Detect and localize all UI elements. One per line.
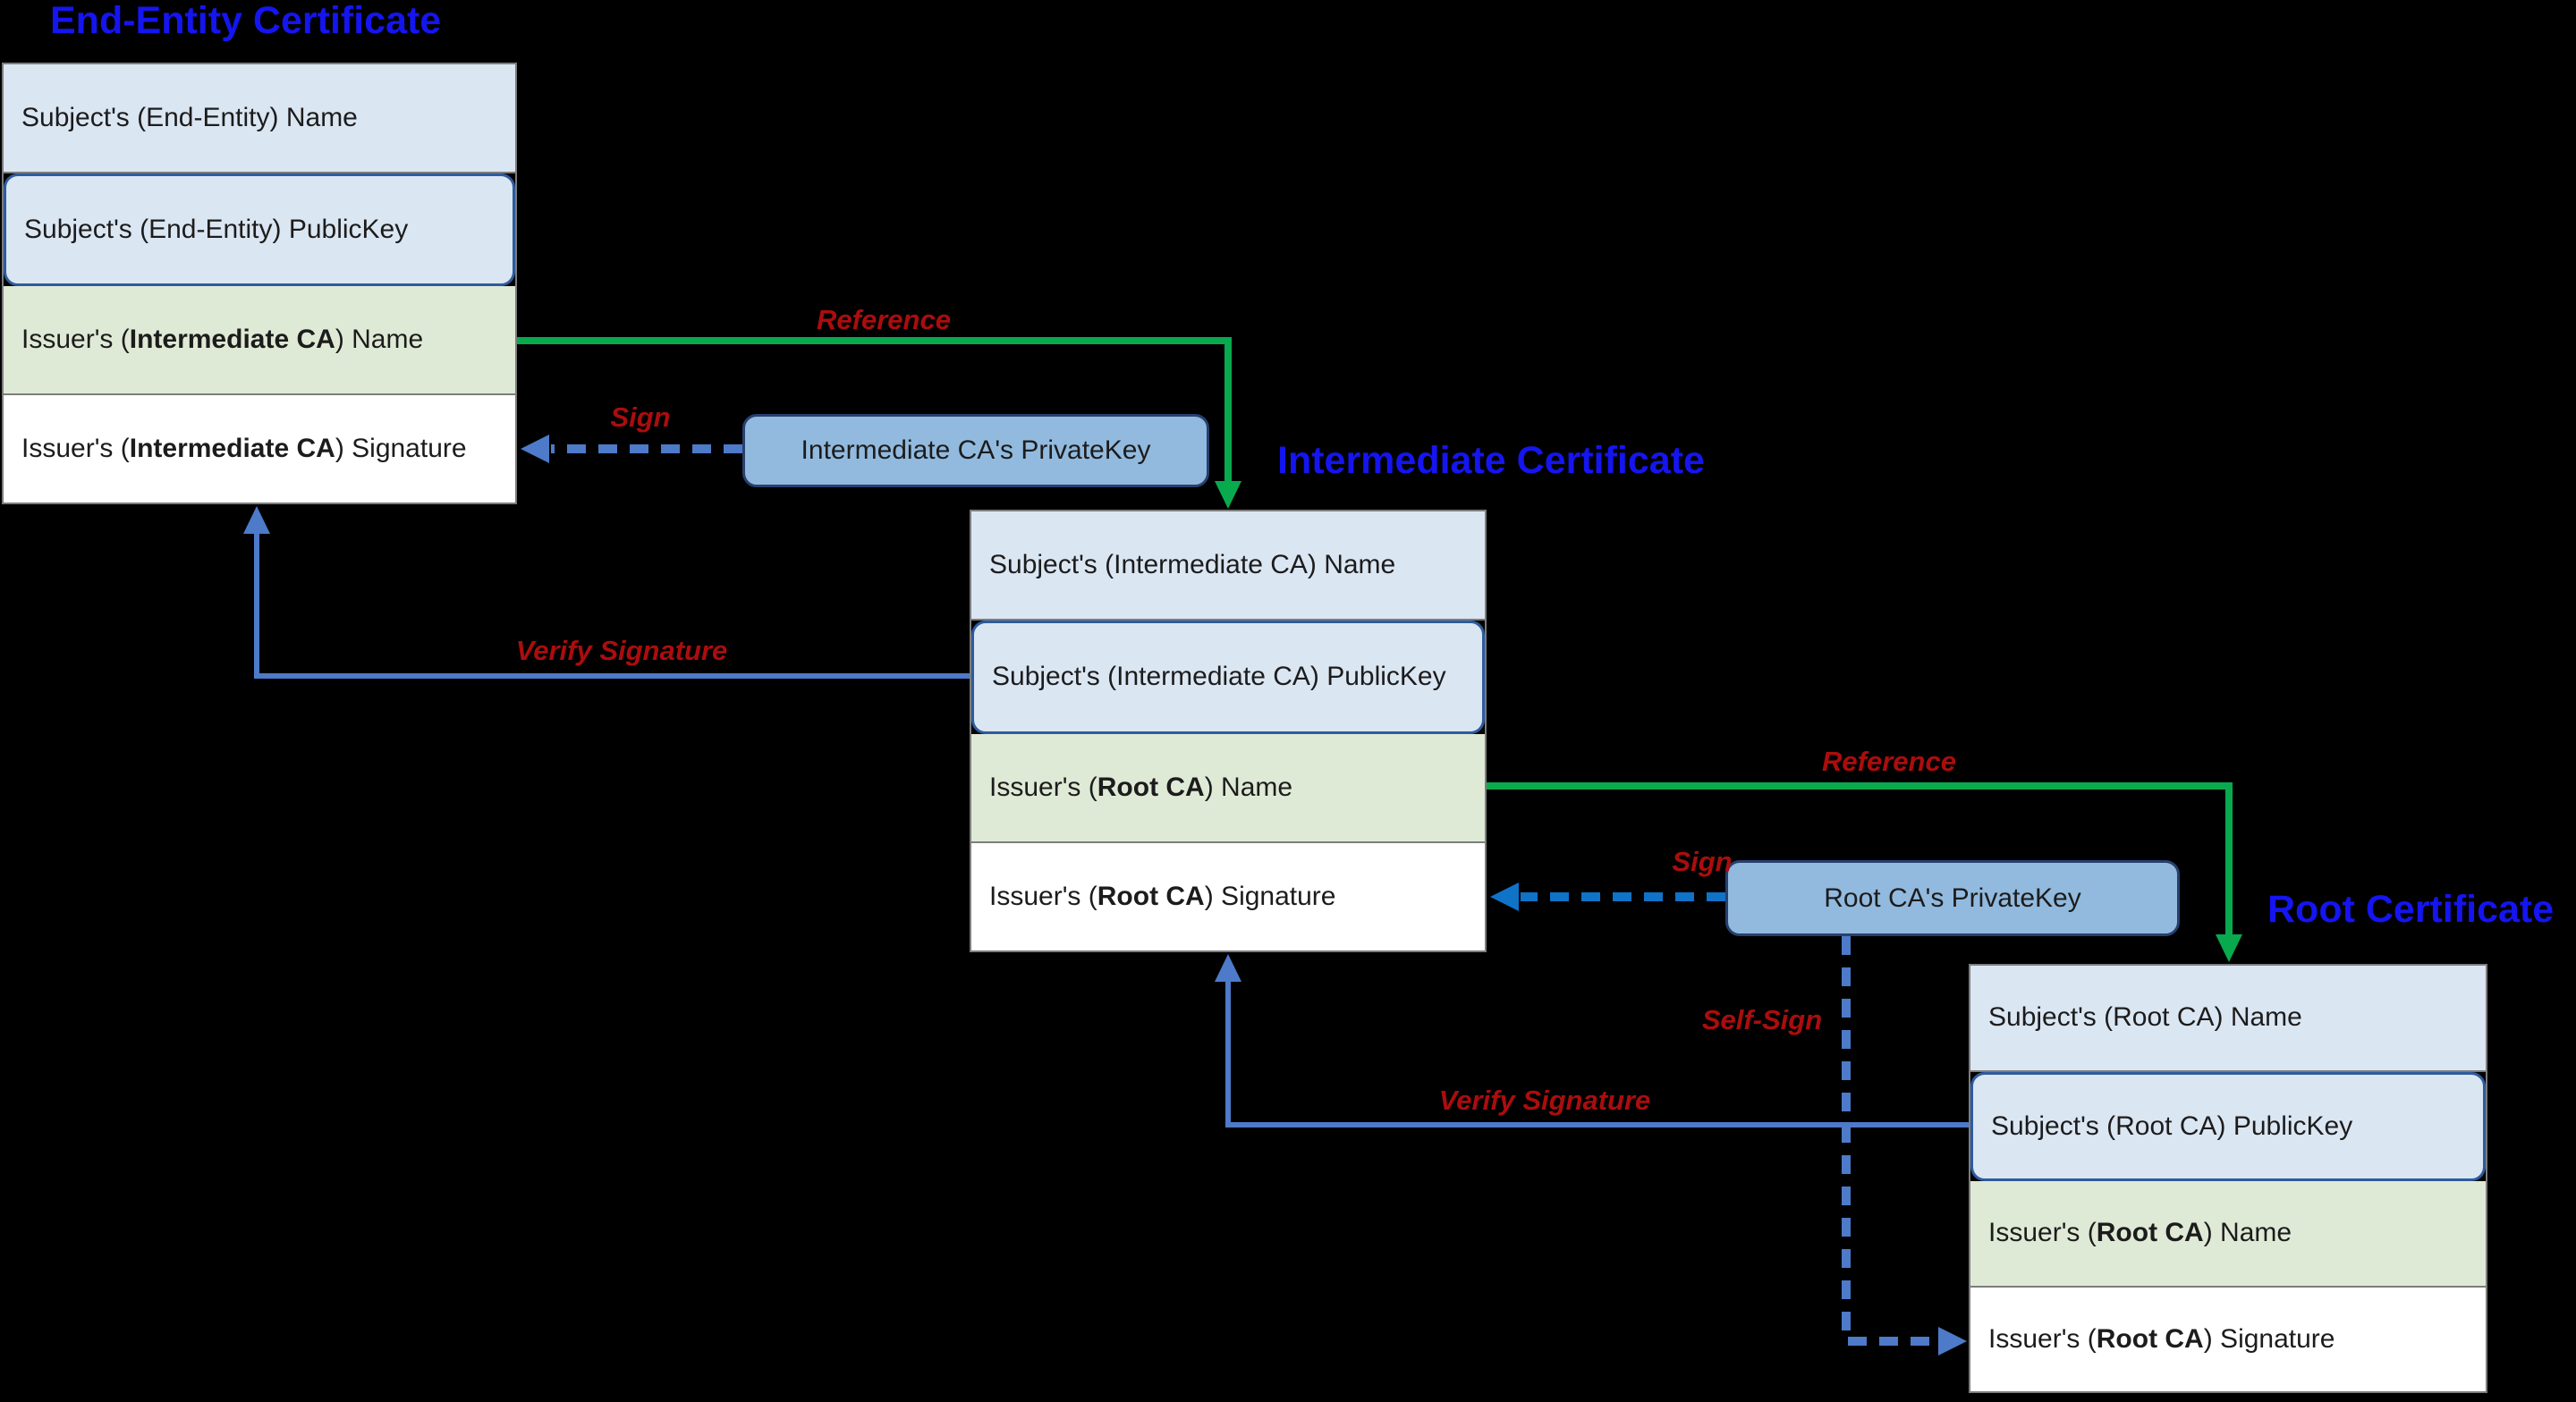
row-text: Subject's (Root CA) PublicKey — [1991, 1111, 2353, 1141]
reference2-arrow — [1487, 782, 2233, 937]
reference2-arrowhead — [2216, 934, 2242, 962]
verify1-label: Verify Signature — [515, 635, 728, 666]
row-text-bold: Root CA — [2096, 1323, 2204, 1354]
verify2-arrow — [1225, 979, 1969, 1128]
row-text-bold: Root CA — [1097, 772, 1205, 802]
row-text-bold: Root CA — [1097, 881, 1205, 911]
row-text: Subject's (Root CA) Name — [1988, 1002, 2302, 1033]
row-text: Issuer's ( — [21, 325, 130, 354]
intermediate-subject-publickey-row: Subject's (Intermediate CA) PublicKey — [971, 621, 1485, 734]
root-ca-privatekey-box: Root CA's PrivateKey — [1725, 860, 2180, 936]
row-text: Issuer's ( — [989, 881, 1097, 911]
row-text: ) Signature — [1204, 881, 1336, 911]
privatekey-label: Intermediate CA's PrivateKey — [801, 435, 1151, 465]
row-text: ) Name — [1204, 772, 1293, 802]
intermediate-ca-privatekey-box: Intermediate CA's PrivateKey — [742, 414, 1209, 487]
verify2-label: Verify Signature — [1438, 1085, 1651, 1116]
row-text: Issuer's ( — [21, 434, 130, 463]
reference1-arrowhead — [1215, 481, 1241, 509]
root-certificate-box: Subject's (Root CA) Name Subject's (Root… — [1969, 964, 2487, 1393]
end-entity-issuer-name-row: Issuer's (Intermediate CA) Name — [4, 286, 515, 395]
row-text: ) Signature — [2203, 1323, 2335, 1354]
row-text-bold: Intermediate CA — [129, 434, 335, 463]
intermediate-certificate-title: Intermediate Certificate — [1277, 439, 1705, 482]
reference1-arrow — [517, 337, 1232, 484]
self-sign-arrowhead — [1938, 1327, 1967, 1356]
sign1-arrowhead — [521, 435, 549, 463]
root-issuer-name-row: Issuer's (Root CA) Name — [1970, 1181, 2486, 1288]
verify2-arrowhead — [1215, 954, 1241, 982]
row-text: Subject's (End-Entity) Name — [21, 103, 358, 132]
verify1-arrowhead — [243, 506, 270, 534]
end-entity-issuer-signature-row: Issuer's (Intermediate CA) Signature — [4, 395, 515, 503]
intermediate-certificate-box: Subject's (Intermediate CA) Name Subject… — [970, 510, 1487, 952]
row-text: Subject's (End-Entity) PublicKey — [24, 215, 409, 244]
reference1-label: Reference — [817, 304, 951, 335]
intermediate-issuer-name-row: Issuer's (Root CA) Name — [971, 733, 1485, 843]
row-text: ) Name — [335, 325, 424, 354]
self-sign-arrow — [1842, 936, 1938, 1346]
privatekey-label: Root CA's PrivateKey — [1824, 883, 2081, 913]
end-entity-certificate-title: End-Entity Certificate — [50, 0, 442, 42]
root-subject-name-row: Subject's (Root CA) Name — [1970, 966, 2486, 1072]
row-text: Issuer's ( — [1988, 1323, 2097, 1354]
end-entity-subject-publickey-row: Subject's (End-Entity) PublicKey — [4, 173, 515, 286]
row-text: Subject's (Intermediate CA) Name — [989, 550, 1396, 580]
root-certificate-title: Root Certificate — [2267, 888, 2555, 931]
row-text: Issuer's ( — [1988, 1218, 2097, 1248]
row-text-bold: Root CA — [2096, 1218, 2204, 1248]
row-text: Subject's (Intermediate CA) PublicKey — [992, 662, 1446, 692]
verify1-arrow — [254, 531, 970, 679]
intermediate-subject-name-row: Subject's (Intermediate CA) Name — [971, 511, 1485, 621]
row-text: ) Name — [2203, 1218, 2292, 1248]
end-entity-certificate-box: Subject's (End-Entity) Name Subject's (E… — [2, 63, 517, 504]
row-text-bold: Intermediate CA — [129, 325, 335, 354]
sign2-label: Sign — [1672, 846, 1733, 877]
self-sign-label: Self-Sign — [1701, 1004, 1823, 1035]
root-issuer-signature-row: Issuer's (Root CA) Signature — [1970, 1287, 2486, 1391]
row-text: Issuer's ( — [989, 772, 1097, 802]
end-entity-subject-name-row: Subject's (End-Entity) Name — [4, 64, 515, 173]
sign2-arrowhead — [1490, 883, 1519, 911]
root-subject-publickey-row: Subject's (Root CA) PublicKey — [1970, 1071, 2486, 1181]
intermediate-issuer-signature-row: Issuer's (Root CA) Signature — [971, 842, 1485, 950]
reference2-label: Reference — [1822, 746, 1956, 777]
row-text: ) Signature — [335, 434, 467, 463]
sign1-label: Sign — [610, 401, 671, 433]
